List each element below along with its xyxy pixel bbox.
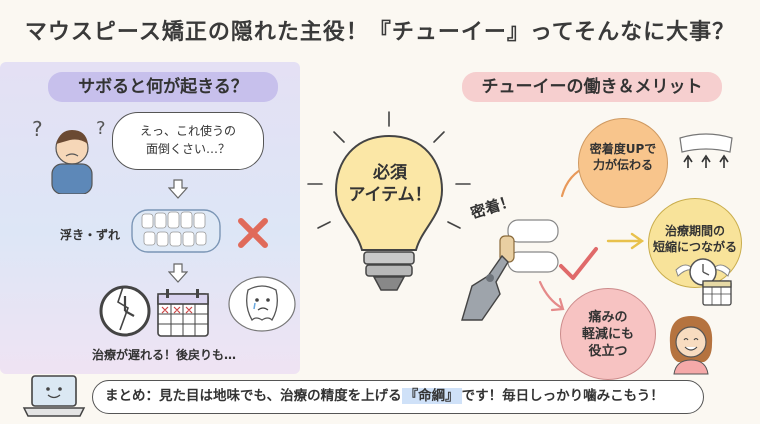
left-heading: サボると何が起きる？ — [48, 72, 278, 102]
broken-clock-icon — [99, 285, 151, 337]
benefit-3-line-2: 軽減にも — [581, 327, 634, 342]
benefit-2-line-2: 短縮につながる — [652, 240, 737, 254]
calendar-icon — [702, 280, 732, 306]
delay-label: 治療が遅れる！後戻りも… — [92, 348, 237, 362]
benefit-1-line-2: 力が伝わる — [592, 158, 653, 172]
calendar-icon — [157, 289, 209, 337]
question-mark-icon: ? — [96, 118, 106, 139]
benefit-1-line-1: 密着度UPで — [589, 142, 657, 156]
light-bulb-icon — [307, 111, 471, 291]
summary-bar: まとめ：見た目は地味でも、治療の精度を上げる『命綱』です！毎日しっかり噛みこもう… — [92, 380, 704, 414]
aligner-icon — [131, 209, 221, 253]
cross-icon — [238, 218, 268, 248]
bulb-line-1: 必須 — [373, 163, 407, 183]
worried-person-icon: ? ? — [32, 117, 106, 194]
check-icon — [559, 247, 598, 280]
arrow-icon — [168, 179, 188, 199]
aligner-icon — [679, 133, 733, 168]
bulb-line-2: アイテム！ — [348, 185, 432, 205]
speech-bubble: えっ、これ使うの 面倒くさい…？ — [112, 112, 264, 170]
arrow-icon — [606, 232, 645, 250]
speech-line-2: 面倒くさい…？ — [145, 142, 230, 156]
speech-line-1: えっ、これ使うの — [139, 124, 236, 138]
benefit-3-circle: 痛みの 軽減にも 役立つ — [560, 288, 656, 380]
summary-prefix: まとめ： — [105, 388, 159, 404]
right-heading: チューイーの働き＆メリット — [462, 72, 722, 102]
summary-text-a: 見た目は地味でも、治療の精度を上げる — [159, 388, 402, 404]
summary-text-b: です！毎日しっかり噛みこもう！ — [461, 388, 664, 404]
summary-highlight: 『命綱』 — [401, 388, 462, 404]
arrow-icon — [168, 263, 188, 283]
bulb-label: 必須 アイテム！ — [330, 162, 450, 206]
arrow-icon — [538, 280, 565, 312]
smiling-woman-icon — [669, 316, 713, 375]
robot-hand-icon — [461, 219, 559, 321]
crying-tooth-icon — [228, 276, 296, 332]
laptop-icon — [22, 375, 86, 417]
benefit-2-line-1: 治療期間の — [664, 224, 725, 238]
page-title: マウスピース矯正の隠れた主役！『チューイー』ってそんなに大事？ — [24, 20, 736, 45]
benefit-1-circle: 密着度UPで 力が伝わる — [578, 118, 668, 208]
float-label: 浮き・ずれ — [60, 228, 121, 242]
question-mark-icon: ? — [32, 117, 43, 141]
benefit-3-line-1: 痛みの — [588, 310, 628, 325]
benefit-3-line-3: 役立つ — [588, 344, 628, 359]
